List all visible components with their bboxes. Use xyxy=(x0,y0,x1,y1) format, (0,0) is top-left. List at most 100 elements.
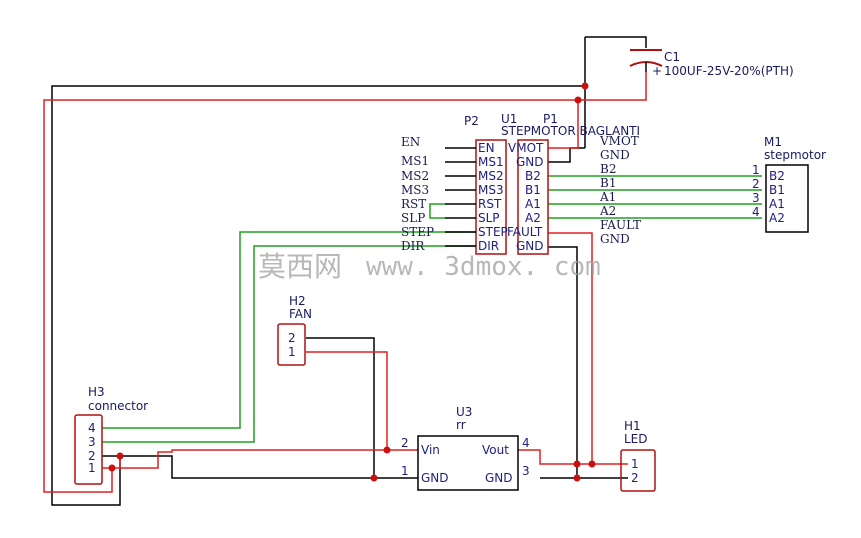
net-label-fault: FAULT xyxy=(600,218,641,232)
u3-designator: U3 xyxy=(456,405,472,419)
u1-pin-gnd: GND xyxy=(516,155,544,169)
net-labels-right: VMOT GND B2 B1 A1 A2 FAULT GND xyxy=(599,134,641,246)
net-label-step: STEP xyxy=(401,225,434,239)
net-label-ms2: MS2 xyxy=(401,169,429,183)
h2-pin-number: 2 xyxy=(288,331,296,345)
h3-pin-number: 3 xyxy=(88,435,96,449)
u1-pin-ms3: MS3 xyxy=(478,183,504,197)
connector-h3[interactable]: H3 connector 4 3 2 1 xyxy=(74,385,148,485)
capacitor-polarity: + xyxy=(652,64,662,78)
ground-wire-fan xyxy=(306,337,418,479)
ground-wire-h3-pin2 xyxy=(102,455,374,479)
watermark-chinese-text: 莫西网 xyxy=(258,250,342,283)
u1-pin-a1: A1 xyxy=(525,197,541,211)
led-header-h1[interactable]: H1 LED 1 2 xyxy=(620,419,656,492)
u1-designator: U1 xyxy=(501,112,517,126)
net-label-en: EN xyxy=(401,135,420,149)
ground-wire-outer-loop xyxy=(51,37,586,506)
h2-designator: H2 xyxy=(289,294,306,308)
h2-pin-number: 1 xyxy=(288,345,296,359)
power-wire-vout xyxy=(518,449,628,465)
junction-dot xyxy=(383,446,391,454)
h3-designator: H3 xyxy=(88,385,105,399)
junction-dot xyxy=(588,460,596,468)
u1-value: STEPMOTOR BAGLANTI xyxy=(501,124,640,138)
module-u1[interactable]: P2 U1 P1 STEPMOTOR BAGLANTI EN MS1 MS2 M… xyxy=(445,112,640,255)
net-label-gnd2: GND xyxy=(600,232,630,246)
power-wire-cap xyxy=(43,72,647,493)
m1-value: stepmotor xyxy=(764,148,826,162)
u1-pin-slp: SLP xyxy=(478,211,500,225)
watermark-url: www. 3dmox. com xyxy=(366,252,601,282)
h1-pin-number: 1 xyxy=(631,457,639,471)
fan-header-h2[interactable]: H2 FAN 2 1 xyxy=(277,294,312,366)
power-wire-fault xyxy=(548,232,593,464)
h1-value: LED xyxy=(624,432,648,446)
p1-designator: P1 xyxy=(543,112,558,126)
capacitor-value: 100UF-25V-20%(PTH) xyxy=(664,64,794,78)
m1-body xyxy=(765,164,809,233)
u1-pin-b1: B1 xyxy=(525,183,541,197)
m1-pin-number: 3 xyxy=(752,191,760,205)
h2-body xyxy=(277,323,306,366)
u3-body xyxy=(417,435,519,491)
net-label-b1: B1 xyxy=(600,176,616,190)
capacitor-designator: C1 xyxy=(664,50,680,64)
u3-value: rr xyxy=(456,418,466,432)
regulator-u3[interactable]: U3 rr 2 1 4 3 Vin GND Vout GND xyxy=(401,405,530,491)
u1-pin-ms2: MS2 xyxy=(478,169,504,183)
u1-pin-dir: DIR xyxy=(478,239,499,253)
m1-pin-number: 4 xyxy=(752,205,760,219)
u1-pin-a2: A2 xyxy=(525,211,541,225)
stepmotor-m1[interactable]: M1 stepmotor 1 2 3 4 B2 B1 A1 A2 xyxy=(752,135,826,233)
watermark: 莫西网 www. 3dmox. com xyxy=(258,250,601,283)
h1-pin-number: 2 xyxy=(631,471,639,485)
net-label-ms3: MS3 xyxy=(401,183,429,197)
u3-pin-number-gnd-right: 3 xyxy=(522,464,530,478)
m1-designator: M1 xyxy=(764,135,782,149)
net-label-dir: DIR xyxy=(401,239,425,253)
h1-body xyxy=(620,449,656,492)
net-label-a1: A1 xyxy=(599,190,616,204)
u1-pin-b2: B2 xyxy=(525,169,541,183)
junction-dot xyxy=(108,464,116,472)
power-wires xyxy=(43,72,647,493)
signal-wire-rst-slp xyxy=(429,203,445,219)
junction-dot xyxy=(116,452,124,460)
net-label-rst: RST xyxy=(401,197,426,211)
power-wire-h3-pin1 xyxy=(102,449,418,469)
net-label-a2: A2 xyxy=(599,204,616,218)
capacitor-c1[interactable]: C1 + 100UF-25V-20%(PTH) xyxy=(629,49,794,78)
junction-dot xyxy=(581,82,589,90)
signal-wire-step xyxy=(102,231,476,429)
m1-pin-a2: A2 xyxy=(769,211,785,225)
power-wire-vmot xyxy=(548,100,579,149)
h3-pin-number: 1 xyxy=(88,461,96,475)
p2-designator: P2 xyxy=(464,114,479,128)
junction-dot xyxy=(574,96,582,104)
net-label-vmot: VMOT xyxy=(599,134,639,148)
u3-pin-number-vout: 4 xyxy=(522,436,530,450)
ground-wire-u1-gnd2 xyxy=(548,246,578,478)
u3-pin-number-vin: 2 xyxy=(401,436,409,450)
signal-wire-dir xyxy=(102,245,476,443)
h3-pin-number: 2 xyxy=(88,449,96,463)
junctions xyxy=(108,82,596,482)
u1-left-header xyxy=(475,139,507,255)
m1-pin-b1: B1 xyxy=(769,183,785,197)
ground-wire-top-bus xyxy=(585,36,647,48)
u1-pin-vmot: VMOT xyxy=(508,141,544,155)
signal-wires xyxy=(102,175,762,443)
u3-pin-number-gnd-left: 1 xyxy=(401,464,409,478)
net-label-b2: B2 xyxy=(600,162,616,176)
net-label-slp: SLP xyxy=(401,211,425,225)
net-label-gnd: GND xyxy=(600,148,630,162)
power-wire-fan xyxy=(306,351,388,450)
h2-value: FAN xyxy=(289,307,312,321)
m1-pin-number: 2 xyxy=(752,177,760,191)
h3-body xyxy=(74,414,103,485)
u3-pin-vout: Vout xyxy=(482,443,509,457)
u1-pin-step: STEP xyxy=(478,225,508,239)
